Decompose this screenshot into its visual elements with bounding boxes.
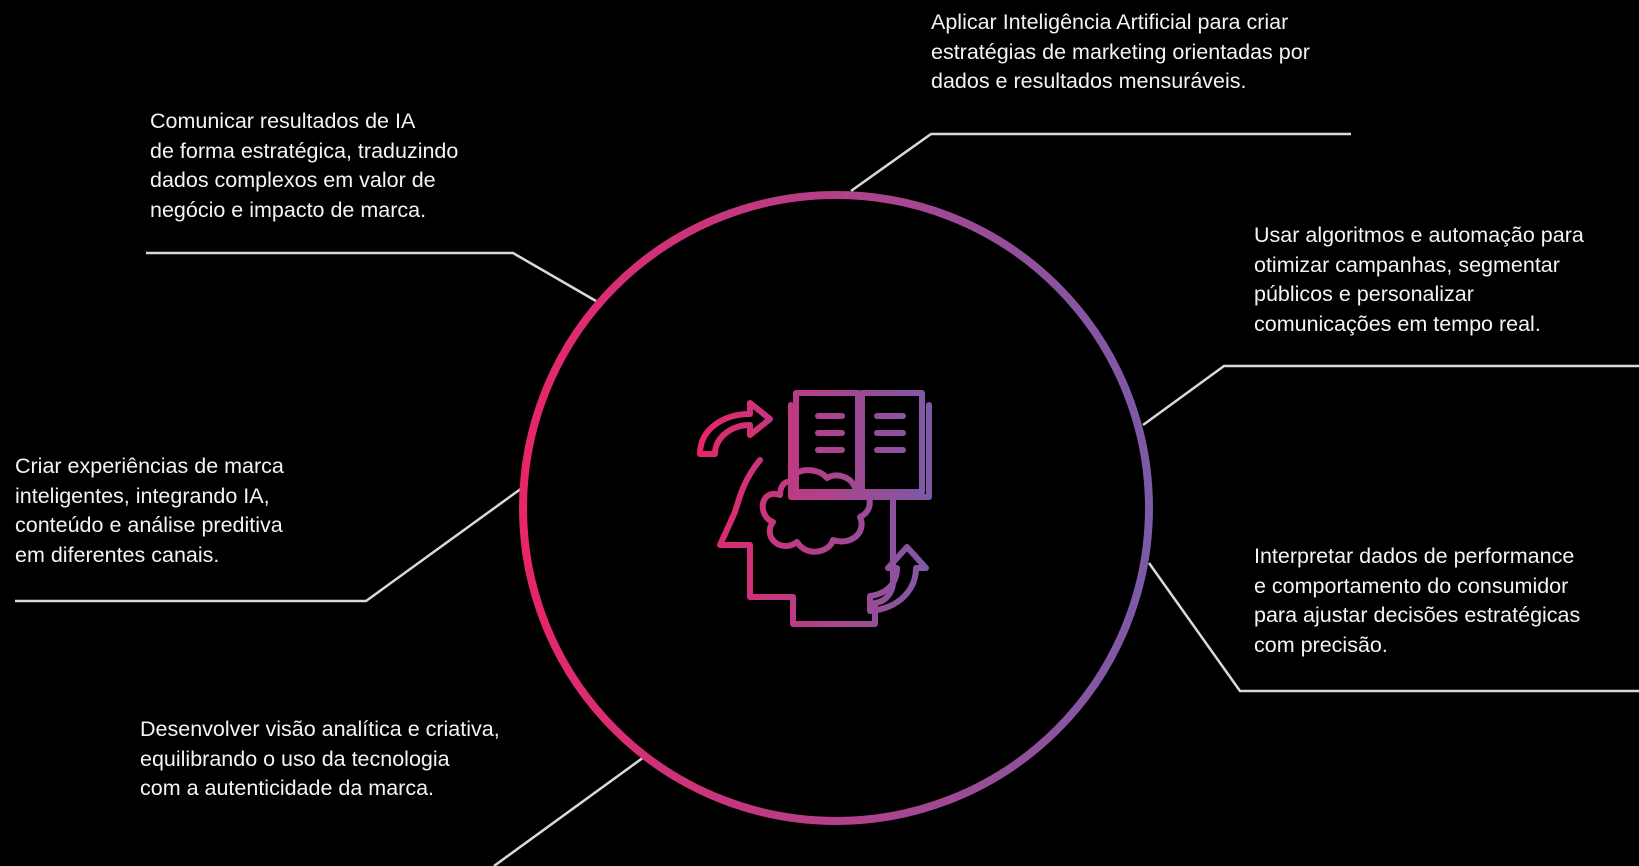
caption-line: otimizar campanhas, segmentar bbox=[1254, 252, 1560, 277]
caption-line: Usar algoritmos e automação para bbox=[1254, 223, 1584, 247]
caption-line: equilibrando o uso da tecnologia bbox=[140, 746, 450, 771]
caption-line: com a autenticidade da marca. bbox=[140, 776, 434, 800]
caption-top-right: Aplicar Inteligência Artificial para cri… bbox=[931, 8, 1310, 97]
caption-line: públicos e personalizar bbox=[1254, 282, 1474, 306]
head-with-open-book-icon bbox=[697, 390, 932, 627]
caption-line: para ajustar decisões estratégicas bbox=[1254, 603, 1581, 627]
caption-line: inteligentes, integrando IA, bbox=[15, 483, 270, 508]
caption-line: com precisão. bbox=[1254, 632, 1388, 657]
caption-line: dados e resultados mensuráveis. bbox=[931, 69, 1247, 93]
caption-line: Desenvolver visão analítica e criativa, bbox=[140, 717, 500, 741]
caption-right-lower: Interpretar dados de performance e compo… bbox=[1254, 542, 1580, 660]
caption-line: e comportamento do consumidor bbox=[1254, 573, 1569, 598]
connector-bottom-left bbox=[493, 755, 645, 866]
caption-line: Aplicar Inteligência Artificial para cri… bbox=[931, 10, 1289, 34]
connector-right-upper bbox=[1142, 364, 1639, 427]
caption-line: em diferentes canais. bbox=[15, 542, 220, 567]
caption-right-upper: Usar algoritmos e automação para otimiza… bbox=[1254, 221, 1584, 339]
caption-line: conteúdo e análise preditiva bbox=[15, 513, 283, 537]
caption-left-middle: Criar experiências de marca inteligentes… bbox=[15, 452, 284, 570]
caption-line: Criar experiências de marca bbox=[15, 454, 284, 478]
caption-top-left: Comunicar resultados de IA de forma estr… bbox=[150, 107, 458, 225]
connector-top-right bbox=[850, 132, 1351, 193]
caption-line: Comunicar resultados de IA bbox=[150, 109, 416, 133]
caption-line: comunicações em tempo real. bbox=[1254, 311, 1541, 336]
caption-bottom-left: Desenvolver visão analítica e criativa, … bbox=[140, 715, 500, 804]
caption-line: estratégias de marketing orientadas por bbox=[931, 39, 1310, 64]
caption-line: Interpretar dados de performance bbox=[1254, 544, 1575, 568]
caption-line: dados complexos em valor de bbox=[150, 168, 436, 192]
central-ring bbox=[519, 191, 1153, 825]
caption-line: de forma estratégica, traduzindo bbox=[150, 138, 459, 163]
connector-left-middle bbox=[15, 486, 523, 603]
connector-right-lower bbox=[1147, 562, 1639, 693]
caption-line: negócio e impacto de marca. bbox=[150, 197, 427, 222]
connector-top-left bbox=[146, 251, 597, 303]
